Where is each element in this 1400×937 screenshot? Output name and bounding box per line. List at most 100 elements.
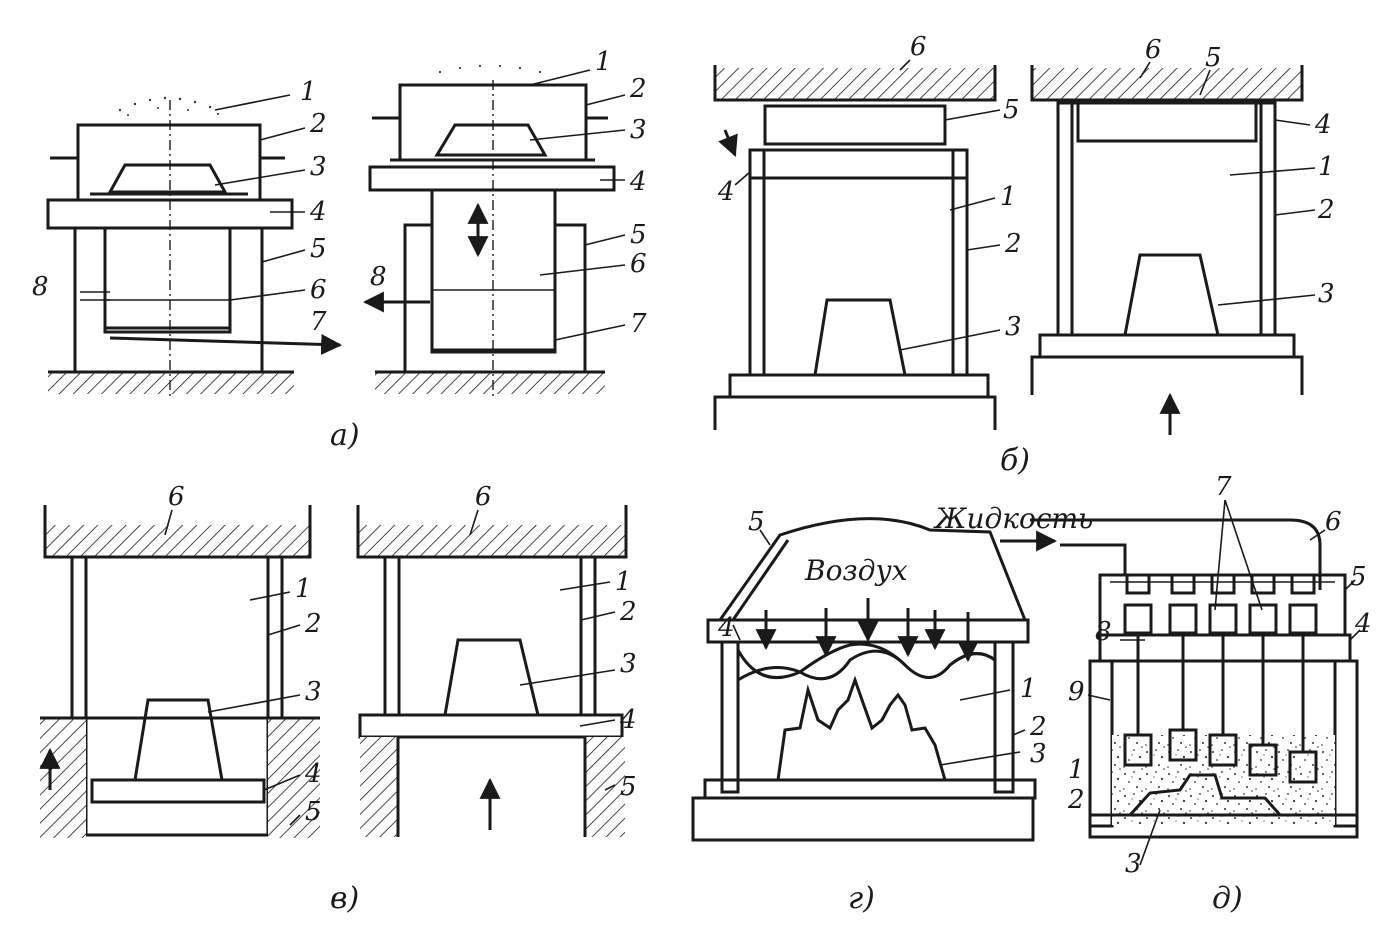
pattern-plate (703, 778, 1037, 800)
press-head (358, 525, 626, 557)
label-4: 4 (1314, 110, 1332, 140)
label-3: 3 (305, 677, 322, 707)
label-7: 7 (310, 307, 327, 337)
flask-left-wall (1088, 659, 1114, 828)
pattern (776, 675, 947, 782)
label-2: 2 (1317, 195, 1335, 225)
label-5: 5 (1003, 95, 1020, 125)
label-4: 4 (629, 167, 647, 197)
label-7: 7 (1215, 472, 1232, 502)
table (728, 373, 990, 399)
membrane-hood (718, 517, 1027, 621)
table-side-left (40, 718, 86, 838)
plate (358, 713, 624, 739)
panel-a-right: 1 2 3 4 5 6 7 8 (362, 47, 647, 400)
flask-compacted (1056, 101, 1277, 337)
pressing-plate (763, 104, 947, 146)
label-3: 3 (1318, 279, 1335, 309)
label-2: 2 (1004, 229, 1022, 259)
label-5: 5 (1205, 43, 1222, 73)
caption-a: а) (330, 418, 360, 453)
panel-b-left: 6 5 4 1 2 3 (713, 32, 1022, 430)
label-1: 1 (1000, 182, 1017, 212)
flask-left-wall (720, 640, 740, 794)
label-4: 4 (717, 177, 735, 207)
label-8: 8 (370, 262, 387, 292)
label-5: 5 (748, 507, 765, 537)
panel-v-left: 6 1 2 3 4 5 (39, 482, 322, 838)
ground (48, 372, 294, 394)
flask-sand (70, 555, 284, 837)
label-2: 2 (1067, 785, 1085, 815)
press-head (45, 525, 310, 557)
air-label: Воздух (804, 554, 908, 587)
label-2: 2 (309, 109, 327, 139)
label-4: 4 (304, 759, 322, 789)
label-9: 9 (1068, 677, 1085, 707)
label-3: 3 (620, 649, 637, 679)
table (691, 796, 1035, 842)
label-1: 1 (295, 574, 312, 604)
label-6: 6 (1145, 35, 1162, 65)
panel-a-left: 1 2 3 4 5 6 7 8 (32, 77, 343, 400)
label-4: 4 (1354, 609, 1372, 639)
label-4: 4 (309, 197, 327, 227)
label-6: 6 (475, 482, 492, 512)
label-2: 2 (619, 597, 637, 627)
panel-d: Жидкость 7 6 5 8 4 9 1 2 (933, 472, 1372, 879)
membrane (736, 642, 996, 680)
label-3: 3 (1005, 312, 1022, 342)
label-6: 6 (630, 249, 647, 279)
label-5: 5 (305, 797, 322, 827)
label-4: 4 (619, 705, 637, 735)
label-5: 5 (630, 220, 647, 250)
label-6: 6 (1325, 507, 1342, 537)
label-5: 5 (1350, 562, 1367, 592)
head-frame (1098, 633, 1352, 663)
air-arrows (755, 598, 979, 663)
plate (90, 778, 266, 804)
sand (1112, 735, 1335, 825)
label-1: 1 (300, 77, 317, 107)
label-3: 3 (630, 115, 647, 145)
label-8: 8 (32, 272, 49, 302)
base (713, 395, 997, 430)
caption-v: в) (330, 881, 359, 916)
label-1: 1 (1020, 674, 1037, 704)
panel-g: Воздух 5 4 1 2 3 (691, 507, 1047, 842)
label-5: 5 (310, 234, 327, 264)
flask (748, 148, 969, 377)
label-3: 3 (1125, 849, 1142, 879)
flask-right-wall (993, 640, 1015, 794)
label-2: 2 (629, 74, 647, 104)
bottom-plate (1088, 813, 1359, 839)
flask-compacted (383, 555, 597, 717)
label-3: 3 (1030, 739, 1047, 769)
caption-g: г) (848, 881, 875, 916)
pressing-plate (1076, 101, 1258, 143)
label-1: 1 (1068, 755, 1085, 785)
label-6: 6 (168, 482, 185, 512)
label-1: 1 (615, 567, 632, 597)
label-5: 5 (620, 772, 637, 802)
pattern (133, 698, 224, 782)
pattern (1126, 773, 1284, 817)
panel-v-right: 6 1 2 3 4 5 (356, 482, 637, 837)
flask-right-wall (1333, 659, 1359, 828)
pattern (434, 123, 548, 157)
press-head (1032, 68, 1302, 100)
label-6: 6 (910, 32, 927, 62)
base (1030, 355, 1304, 395)
table (1038, 333, 1296, 359)
press-head (715, 68, 995, 100)
plate (368, 165, 616, 192)
label-6: 6 (310, 275, 327, 305)
pattern (107, 163, 228, 194)
panel-b-right: 6 5 4 1 2 3 (1030, 35, 1335, 435)
pattern (443, 638, 540, 717)
caption-b: б) (1000, 443, 1030, 478)
flask-sand (76, 123, 262, 202)
piston (103, 226, 232, 330)
caption-d: д) (1212, 881, 1243, 916)
